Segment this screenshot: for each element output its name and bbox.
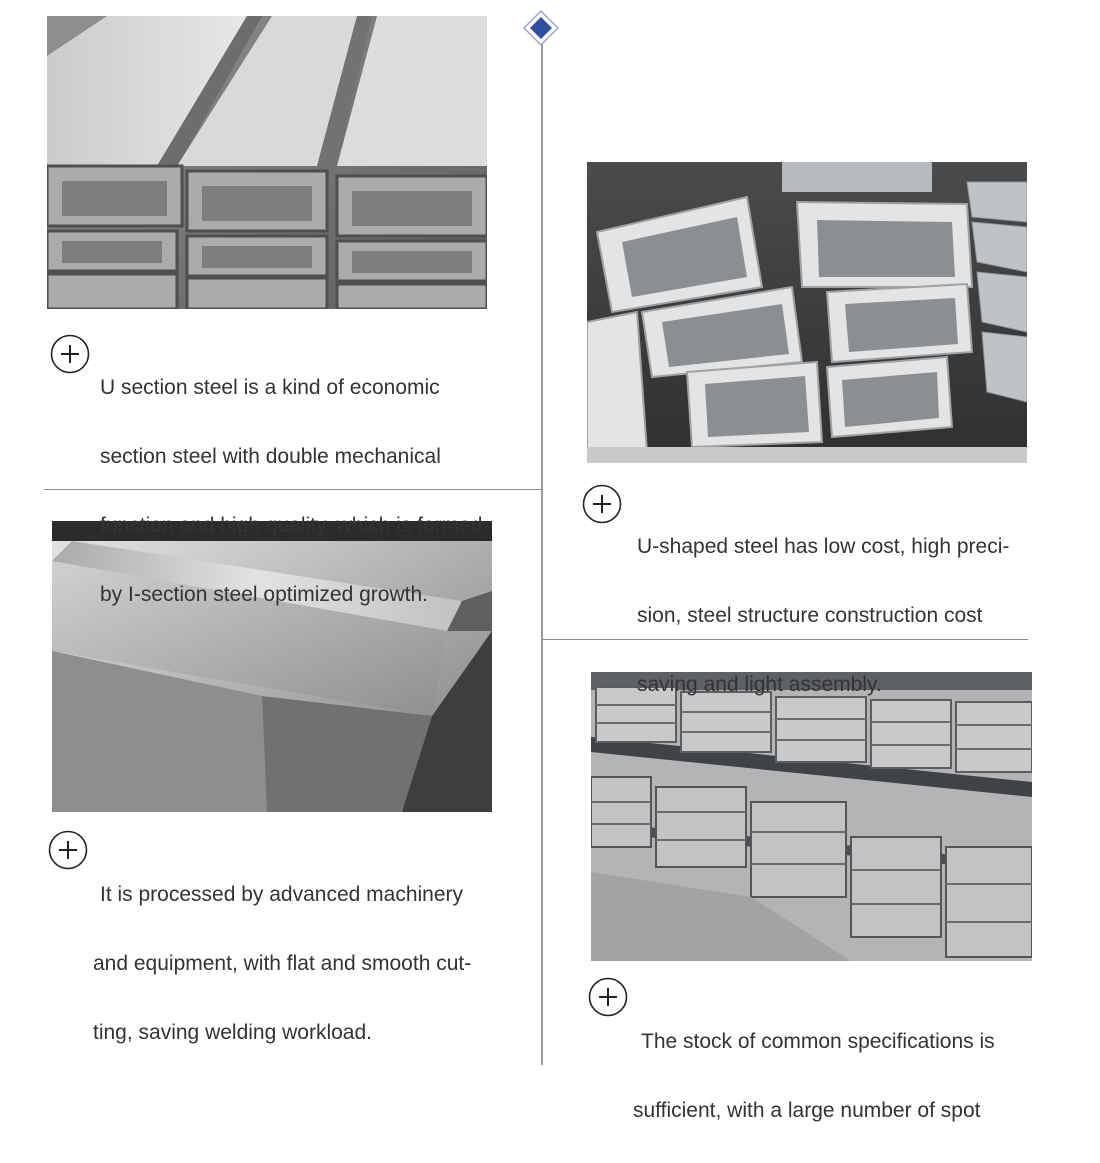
feature-text-line: The stock of common specifications is bbox=[641, 1029, 995, 1053]
feature-text-line: saving and light assembly. bbox=[637, 672, 882, 696]
feature-text-line: by I-section steel optimized growth. bbox=[100, 583, 428, 607]
section-divider-left bbox=[44, 489, 542, 490]
feature-text-line: function and high quality, which is form… bbox=[100, 513, 483, 537]
plus-circle-icon bbox=[50, 334, 90, 374]
plus-circle-icon bbox=[588, 977, 628, 1017]
feature-text-line: sion, steel structure construction cost bbox=[637, 603, 983, 627]
plus-circle-icon bbox=[582, 484, 622, 524]
u-channel-steel-closeup-photo bbox=[52, 521, 492, 812]
u-channel-steel-bundle-photo bbox=[587, 162, 1027, 463]
plus-circle-icon bbox=[48, 830, 88, 870]
feature-text-stock-specifications: The stock of common specifications is su… bbox=[633, 990, 1061, 1163]
u-channel-steel-warehouse-photo bbox=[591, 672, 1032, 961]
feature-text-line: and equipment, with flat and smooth cut- bbox=[93, 951, 472, 975]
feature-text-advanced-machinery: It is processed by advanced machinery an… bbox=[93, 843, 520, 1085]
feature-text-line: U-shaped steel has low cost, high preci- bbox=[637, 534, 1010, 558]
feature-text-low-cost: U-shaped steel has low cost, high preci-… bbox=[637, 495, 1057, 737]
feature-text-line: ting, saving welding workload. bbox=[93, 1020, 372, 1044]
section-divider-right bbox=[542, 639, 1028, 640]
center-divider-line bbox=[541, 40, 543, 1065]
diamond-icon bbox=[523, 10, 559, 46]
feature-text-line: U section steel is a kind of economic bbox=[100, 375, 440, 399]
feature-text-line: sufficient, with a large number of spot bbox=[633, 1098, 981, 1122]
feature-text-line: It is processed by advanced machinery bbox=[100, 882, 464, 906]
u-channel-steel-stack-photo bbox=[47, 16, 487, 309]
feature-text-economic-section: U section steel is a kind of economic se… bbox=[100, 336, 530, 647]
feature-text-line: section steel with double mechanical bbox=[100, 444, 441, 468]
